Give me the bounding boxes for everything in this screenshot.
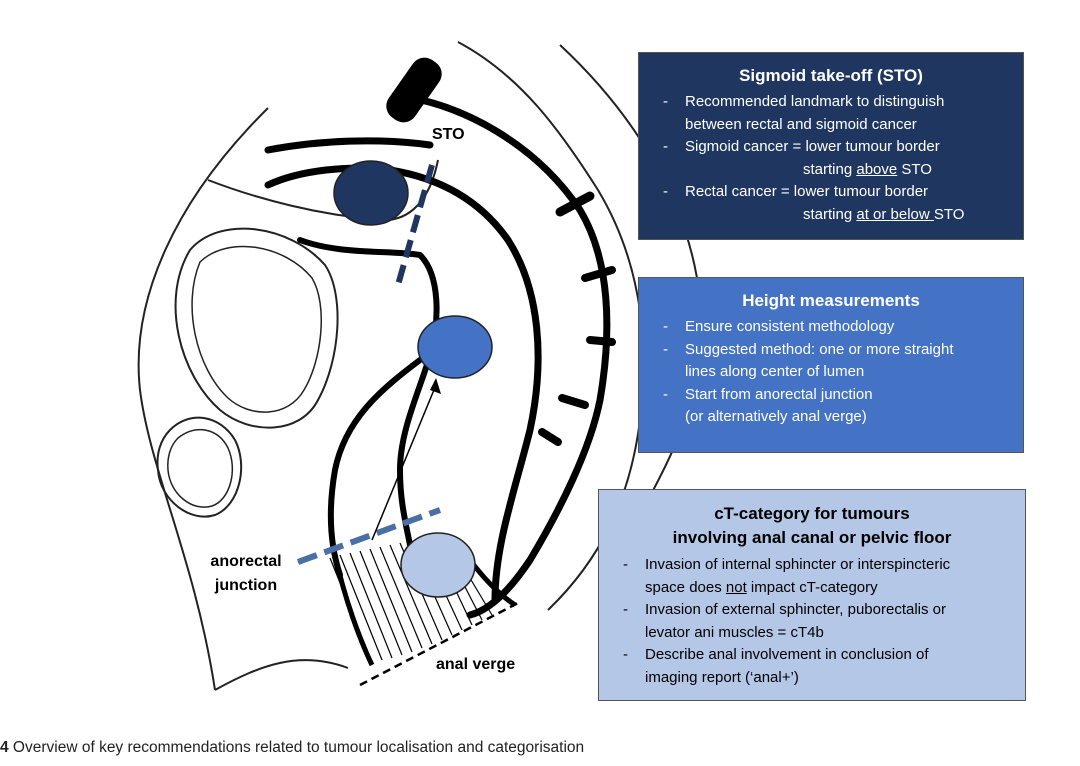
ct-category-box: cT-category for tumours involving anal c… [598,489,1026,701]
sto-label: STO [432,126,465,143]
bladder-organ [174,227,339,429]
ct-item-1: Invasion of internal sphincter or inters… [613,554,1011,599]
outer-body-contour [137,107,269,691]
anorectal-label-line2: junction [214,577,278,594]
sto-item-1: Recommended landmark to distinguish betw… [653,91,1009,136]
fold-mark [558,394,589,409]
perineum-contour [214,659,349,691]
sto-box: Sigmoid take-off (STO) Recommended landm… [638,52,1024,240]
lower-organ-inner [167,429,234,508]
anal-verge-line [359,601,519,687]
rectum-lumen-wall [327,357,423,578]
height-item-2: Suggested method: one or more straight l… [653,339,1009,384]
anorectal-label-line1: anorectal [210,553,282,570]
rectum-wall-outer [264,164,542,604]
ct-item-3: Describe anal involvement in conclusion … [613,644,1011,689]
tumour-anal [400,532,476,598]
anal-verge-label: anal verge [436,656,516,673]
figure-number: 4 [0,739,9,756]
anorectal-junction-label: anorectal junction [196,550,296,598]
fold-mark [586,336,616,346]
ct-box-title: cT-category for tumours involving anal c… [672,504,952,547]
colon-outer-wall [391,91,611,619]
lower-organ [156,416,243,518]
caption-text: Overview of key recommendations related … [8,739,585,756]
rectum-wall-inner [297,237,440,548]
bladder-inner [191,245,323,413]
fold-mark [386,57,442,123]
ct-item-2: Invasion of external sphincter, puborect… [613,599,1011,644]
tumour-rectum [417,315,493,379]
anal-canal-left-wall [332,554,375,667]
height-box: Height measurements Ensure consistent me… [638,277,1024,453]
figure-caption: 4 Overview of key recommendations relate… [0,739,584,757]
sto-box-title: Sigmoid take-off (STO) [739,66,923,85]
height-item-3: Start from anorectal junction (or altern… [653,384,1009,429]
sto-item-2: Sigmoid cancer = lower tumour border sta… [653,136,1009,181]
height-box-title: Height measurements [742,291,920,310]
fold-mark [555,191,595,217]
fold-mark [538,428,562,446]
anorectal-junction-line [296,507,442,565]
arrow-head-icon [430,378,441,394]
colon-wall-upper [264,137,434,154]
fold-mark [581,266,616,282]
height-arrow [371,384,437,541]
tumour-sto [333,160,409,226]
height-item-1: Ensure consistent methodology [653,316,1009,339]
sto-item-3: Rectal cancer = lower tumour border star… [653,181,1009,226]
sto-dashed-line [395,164,435,286]
